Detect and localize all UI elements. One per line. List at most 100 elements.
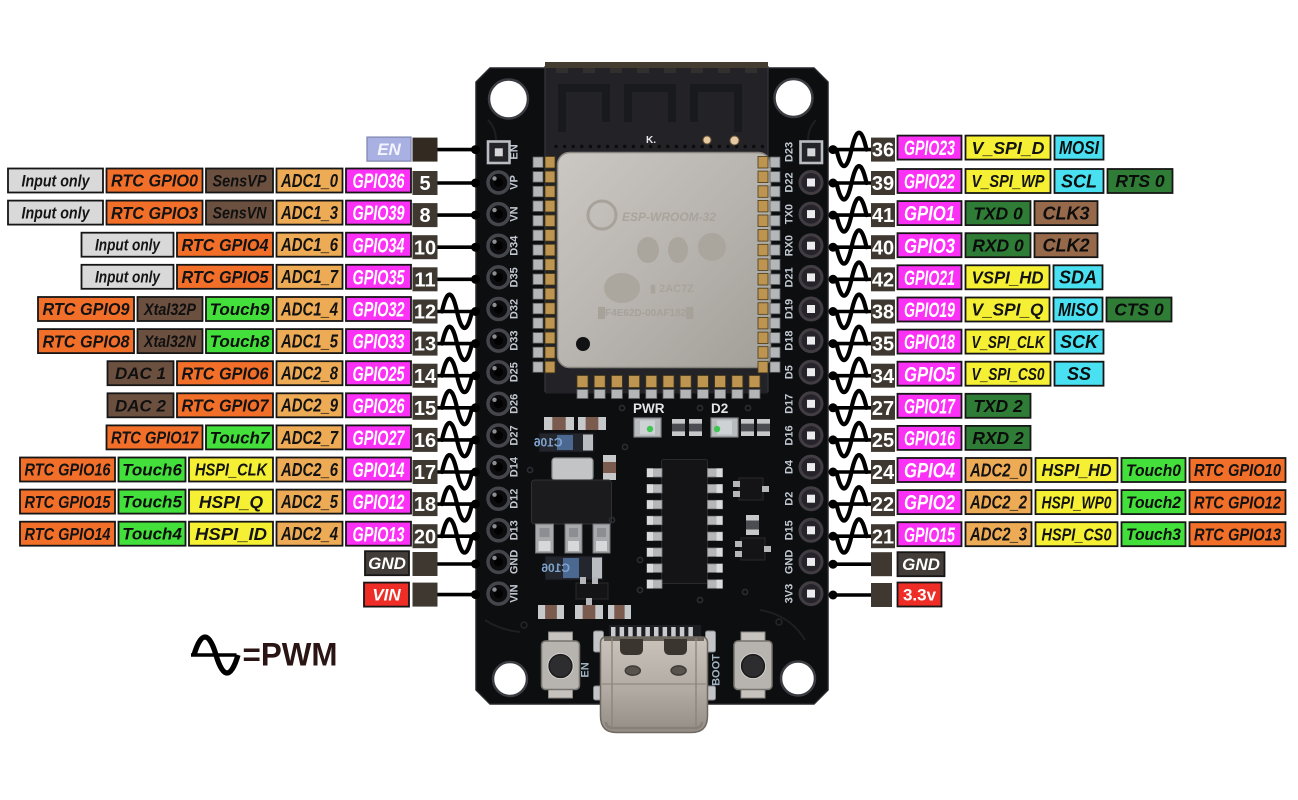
svg-text:VIN: VIN [372, 586, 401, 605]
svg-text:TXD 2: TXD 2 [973, 396, 1023, 416]
svg-text:RX0: RX0 [784, 235, 796, 256]
svg-text:20: 20 [414, 526, 436, 548]
svg-text:GPIO21: GPIO21 [904, 266, 955, 290]
svg-text:D21: D21 [784, 267, 796, 287]
svg-text:=PWM: =PWM [243, 637, 338, 673]
svg-text:RXD 0: RXD 0 [972, 235, 1024, 255]
svg-text:Input only: Input only [22, 172, 91, 190]
svg-text:GPIO13: GPIO13 [353, 522, 405, 546]
svg-text:V_SPI_CS0: V_SPI_CS0 [972, 364, 1045, 384]
svg-text:GND: GND [902, 555, 940, 574]
svg-text:D35: D35 [509, 267, 521, 287]
svg-text:HSPI_Q: HSPI_Q [199, 492, 264, 512]
svg-text:V_SPI_CLK: V_SPI_CLK [972, 332, 1046, 352]
svg-text:13: 13 [414, 334, 436, 356]
svg-text:VIN: VIN [509, 584, 521, 602]
svg-text:17: 17 [414, 462, 436, 484]
svg-text:GPIO32: GPIO32 [353, 298, 405, 322]
svg-text:GPIO15: GPIO15 [904, 523, 956, 547]
svg-text:HSPI_WP0: HSPI_WP0 [1042, 492, 1112, 512]
svg-text:CLK2: CLK2 [1042, 236, 1089, 256]
svg-text:BOOT: BOOT [711, 654, 723, 686]
svg-text:Xtal32N: Xtal32N [143, 332, 196, 351]
svg-text:Input only: Input only [95, 237, 161, 255]
svg-text:14: 14 [414, 366, 437, 388]
svg-text:RTC GPIO9: RTC GPIO9 [43, 299, 130, 319]
svg-text:V_SPI_WP: V_SPI_WP [972, 171, 1045, 191]
svg-text:VP: VP [509, 175, 521, 190]
svg-text:MOSI: MOSI [1059, 138, 1100, 158]
svg-text:D14: D14 [509, 456, 521, 477]
svg-text:ADC1_4: ADC1_4 [280, 299, 338, 319]
svg-text:ADC1_5: ADC1_5 [280, 332, 339, 352]
svg-text:HSPI_HD: HSPI_HD [1042, 460, 1112, 480]
svg-text:RXD 2: RXD 2 [972, 428, 1024, 448]
svg-text:16: 16 [414, 430, 436, 452]
svg-text:Touch9: Touch9 [210, 300, 270, 319]
svg-text:22: 22 [872, 494, 894, 516]
svg-text:Touch7: Touch7 [210, 428, 271, 447]
svg-text:EN: EN [580, 662, 592, 677]
svg-text:40: 40 [872, 237, 894, 259]
svg-text:GPIO26: GPIO26 [353, 394, 406, 418]
svg-text:11: 11 [414, 269, 435, 291]
svg-text:38: 38 [872, 302, 894, 324]
svg-text:Touch0: Touch0 [1126, 461, 1181, 480]
svg-text:SDA: SDA [1059, 268, 1097, 288]
svg-text:8: 8 [419, 205, 430, 227]
svg-text:Touch2: Touch2 [1126, 493, 1181, 512]
svg-text:GPIO1: GPIO1 [904, 202, 955, 226]
svg-text:TX0: TX0 [784, 204, 796, 224]
svg-text:D16: D16 [784, 425, 796, 445]
svg-text:10: 10 [414, 237, 436, 259]
svg-text:D26: D26 [509, 394, 521, 414]
svg-text:RTC GPIO5: RTC GPIO5 [182, 267, 269, 287]
svg-text:RTC GPIO0: RTC GPIO0 [111, 171, 198, 191]
svg-text:GPIO3: GPIO3 [904, 234, 955, 258]
svg-text:D12: D12 [509, 489, 521, 509]
svg-text:GPIO25: GPIO25 [353, 362, 406, 386]
svg-text:DAC 1: DAC 1 [115, 364, 166, 383]
svg-text:GPIO4: GPIO4 [904, 459, 955, 483]
svg-text:GPIO27: GPIO27 [353, 426, 406, 450]
svg-text:D25: D25 [509, 362, 521, 382]
svg-text:RTC GPIO7: RTC GPIO7 [182, 396, 270, 416]
svg-text:GPIO33: GPIO33 [353, 330, 405, 354]
svg-text:SensVN: SensVN [213, 204, 268, 223]
svg-text:ESP-WROOM-32: ESP-WROOM-32 [622, 210, 716, 224]
svg-text:D17: D17 [784, 394, 796, 414]
svg-text:Input only: Input only [95, 269, 161, 287]
svg-text:24: 24 [872, 462, 895, 484]
svg-text:C106: C106 [541, 561, 570, 575]
svg-text:ADC1_0: ADC1_0 [280, 171, 338, 191]
svg-text:D23: D23 [784, 142, 796, 162]
svg-text:27: 27 [872, 398, 894, 420]
svg-text:5: 5 [419, 173, 430, 195]
svg-text:Xtal32P: Xtal32P [143, 300, 196, 319]
svg-text:D34: D34 [509, 235, 521, 256]
svg-text:D15: D15 [784, 520, 796, 540]
svg-text:D32: D32 [509, 299, 521, 319]
svg-text:D2: D2 [784, 492, 796, 506]
svg-text:3V3: 3V3 [784, 584, 796, 604]
svg-text:ADC1_7: ADC1_7 [280, 267, 339, 287]
svg-text:HSPI_CS0: HSPI_CS0 [1042, 524, 1112, 544]
svg-text:Touch5: Touch5 [122, 493, 182, 512]
svg-text:EN: EN [377, 140, 401, 159]
svg-text:42: 42 [872, 269, 894, 291]
svg-text:TXD 0: TXD 0 [973, 203, 1023, 223]
svg-text:DAC 2: DAC 2 [115, 396, 167, 415]
svg-text:36: 36 [872, 140, 894, 162]
svg-text:MISO: MISO [1058, 300, 1098, 320]
svg-text:CLK3: CLK3 [1042, 204, 1089, 224]
svg-text:39: 39 [872, 173, 894, 195]
svg-text:C106: C106 [533, 436, 562, 450]
svg-text:SCK: SCK [1060, 332, 1100, 352]
svg-text:GPIO39: GPIO39 [353, 201, 405, 225]
svg-text:25: 25 [872, 430, 894, 452]
svg-text:RTC GPIO12: RTC GPIO12 [1194, 492, 1281, 512]
svg-text:Touch4: Touch4 [122, 525, 182, 544]
svg-text:34: 34 [872, 366, 895, 388]
svg-text:ADC2_9: ADC2_9 [280, 396, 338, 416]
svg-text:GPIO5: GPIO5 [904, 362, 956, 386]
